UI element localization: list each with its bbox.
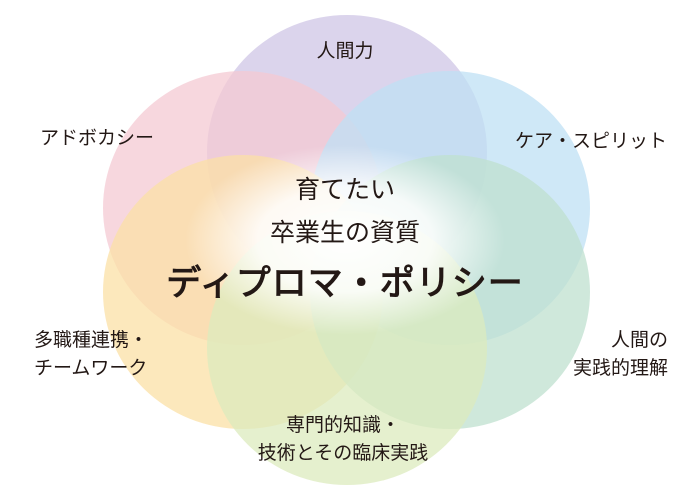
label-line: 実践的理解 <box>572 357 668 379</box>
label-line: 多職種連携・ <box>34 329 149 351</box>
center-title: ディプロマ・ポリシー <box>166 264 524 304</box>
label-line: 専門的知識・ <box>285 414 400 436</box>
center-subtitle-2: 卒業生の資質 <box>269 218 421 247</box>
label-line: アドボカシー <box>40 127 155 149</box>
label-line: 人間の <box>610 329 668 351</box>
label-lower-right: 人間の 実践的理解 <box>573 326 668 382</box>
center-glow <box>185 145 505 335</box>
label-line: 技術とその臨床実践 <box>257 442 429 464</box>
label-top: 人間力 <box>316 37 373 65</box>
label-upper-right: ケア・スピリット <box>515 127 667 155</box>
label-upper-left: アドボカシー <box>40 124 154 152</box>
label-lower-left: 多職種連携・ チームワーク <box>34 326 148 382</box>
label-line: ケア・スピリット <box>515 130 668 152</box>
label-line: チームワーク <box>34 357 148 379</box>
label-bottom: 専門的知識・ 技術とその臨床実践 <box>258 411 428 467</box>
center-subtitle-1: 育てたい <box>294 175 396 204</box>
label-line: 人間力 <box>316 40 374 62</box>
